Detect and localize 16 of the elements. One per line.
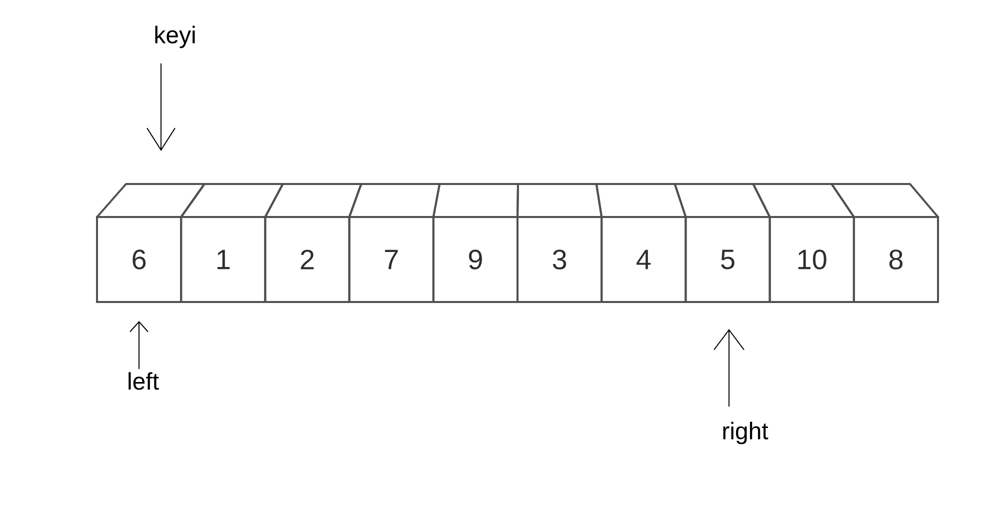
pointer-label: keyi (155, 26, 195, 48)
number-cube: 10 (752, 183, 855, 303)
arrow (130, 321, 148, 370)
number-cube: 3 (516, 183, 603, 303)
pointer-label: left (128, 372, 159, 390)
number-cube: 8 (830, 183, 939, 303)
arrow (146, 62, 176, 151)
number-cube: 2 (264, 183, 362, 303)
number-cube: 9 (432, 183, 519, 303)
number-cube: 4 (595, 183, 687, 303)
number-cube: 5 (674, 183, 771, 303)
number-cube: 7 (348, 183, 441, 303)
number-cube: 1 (180, 183, 284, 303)
pointer-label: right (723, 422, 768, 444)
arrow (714, 329, 744, 408)
number-cube: 6 (96, 183, 206, 303)
